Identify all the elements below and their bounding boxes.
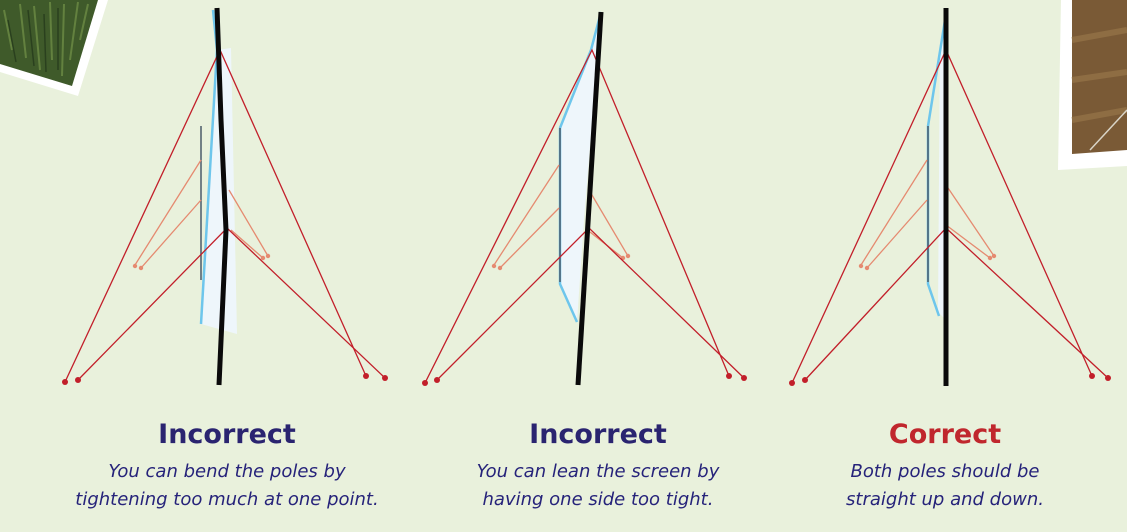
caption-panel-1: Incorrect You can bend the poles by tigh…: [62, 418, 392, 514]
panel-description: Both poles should be straight up and dow…: [780, 458, 1110, 514]
description-line: tightening too much at one point.: [75, 489, 379, 510]
description-line: Both poles should be: [850, 461, 1040, 482]
panel-description: You can bend the poles by tightening too…: [62, 458, 392, 514]
pole-icon: [214, 7, 229, 386]
grass-photo-icon: [0, 0, 108, 96]
diagram-bent-poles: [62, 7, 388, 386]
field-photo-icon: [1058, 0, 1127, 170]
inner-rope-icon: [134, 159, 269, 269]
panel-heading: Correct: [888, 419, 1002, 450]
description-line: You can lean the screen by: [476, 461, 720, 482]
caption-panel-2: Incorrect You can lean the screen by hav…: [433, 418, 763, 514]
diagram-leaning-screen: [422, 11, 747, 386]
diagram-correct: [789, 8, 1111, 386]
panel-description: You can lean the screen by having one si…: [433, 458, 763, 514]
description-line: straight up and down.: [846, 489, 1044, 510]
panel-heading: Incorrect: [529, 419, 667, 450]
screen-icon: [201, 48, 237, 334]
anchor-stake-icon: [62, 373, 388, 385]
caption-panel-3: Correct Both poles should be straight up…: [780, 418, 1110, 514]
description-line: having one side too tight.: [482, 489, 714, 510]
description-line: You can bend the poles by: [108, 461, 346, 482]
panel-heading: Incorrect: [158, 419, 296, 450]
